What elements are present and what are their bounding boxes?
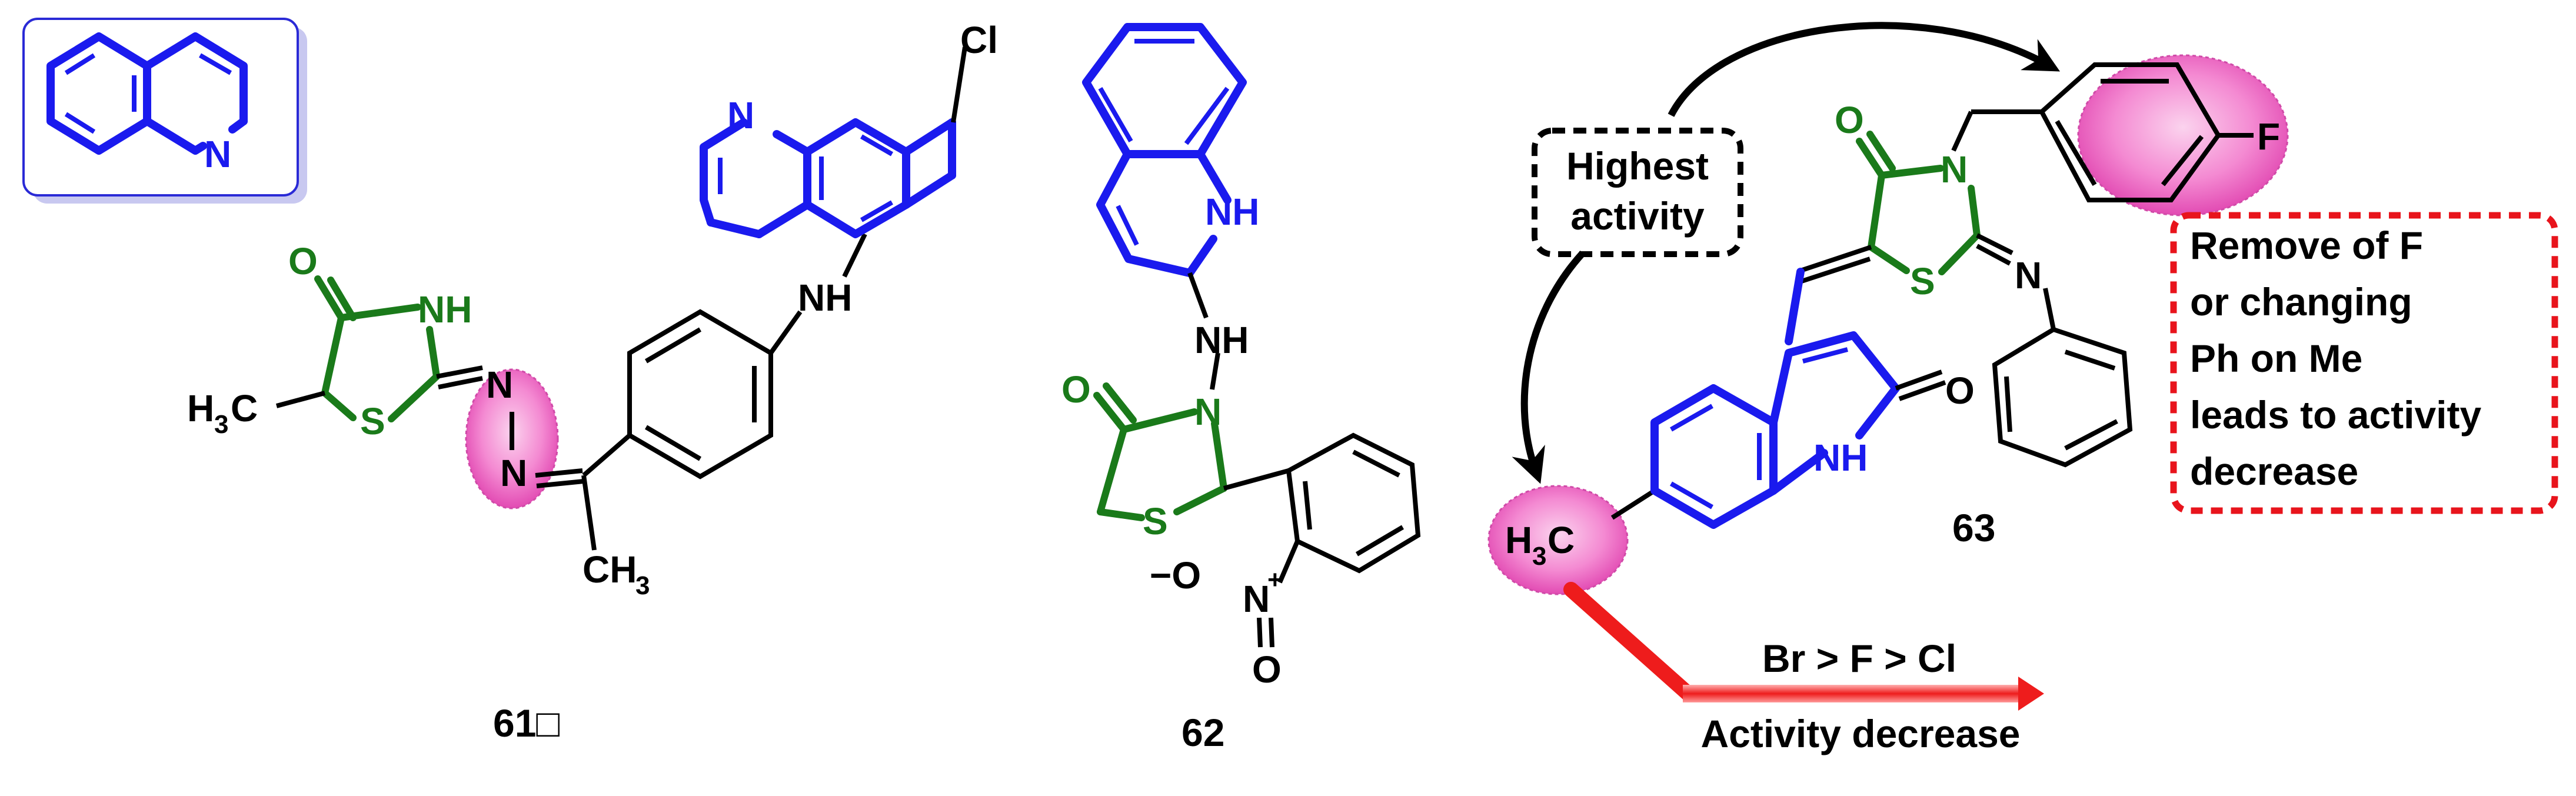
quinoline-inset: N	[22, 18, 307, 204]
remove-f-callout: Remove of F or changing Ph on Me leads t…	[2170, 212, 2558, 514]
c62-label: 62	[1182, 711, 1224, 754]
c63-NH: NH	[1813, 437, 1868, 479]
c63-black-bonds	[1610, 62, 2254, 520]
c61-NH-ring: NH	[418, 288, 472, 331]
c62-O: O	[1061, 368, 1091, 411]
c62-S: S	[1143, 500, 1168, 542]
quinoline-rings	[46, 32, 248, 155]
c61-N2: N	[500, 452, 527, 494]
c63-N-imine: N	[2015, 254, 2042, 297]
arrow-to-fluorophenyl	[1668, 22, 2061, 117]
remove-f-box	[2170, 212, 2558, 514]
remove-line-1: Remove of F	[2190, 224, 2423, 267]
c63-co-bond1	[1895, 369, 1943, 391]
arrow-to-methyl	[1512, 250, 1586, 484]
compound-63: O N S N F O NH H 3 C 63	[1487, 54, 2289, 595]
remove-line-2: or changing	[2190, 280, 2412, 324]
inset-N: N	[204, 133, 231, 175]
c63-O-top: O	[1835, 99, 1864, 141]
c63-S: S	[1910, 260, 1935, 302]
highest-line-1: Highest	[1566, 144, 1709, 188]
highest-activity-callout: Highest activity	[1512, 22, 2061, 484]
halogen-order: Br > F > Cl	[1762, 637, 1956, 680]
c61-black-bonds	[275, 233, 867, 551]
c62-O-minus: −O	[1150, 554, 1201, 597]
c62-NH-ring: NH	[1205, 191, 1259, 233]
c61-H3C-sub: 3	[214, 410, 228, 439]
c61-label: 61□	[493, 701, 560, 745]
c61-N-quinoline: N	[727, 94, 754, 136]
c63-H3C-H: H	[1505, 519, 1532, 561]
highest-activity-box	[1532, 128, 1743, 257]
c63-label: 63	[1952, 506, 1995, 549]
c63-F: F	[2257, 115, 2280, 158]
activity-decrease-text: Activity decrease	[1701, 712, 2021, 755]
c61-CH3: CH	[583, 548, 637, 591]
compound-61: O NH S N N H 3 C CH 3 NH N Cl 61□	[187, 19, 998, 745]
c63-quinolinone-inner	[1670, 347, 1849, 509]
red-arrowhead	[2018, 677, 2044, 711]
c62-O-nitro: O	[1252, 648, 1282, 691]
c62-NH-link: NH	[1194, 319, 1249, 361]
c61-thiazolidinone	[314, 275, 440, 422]
c61-S: S	[360, 400, 385, 442]
red-diagonal-bar	[1563, 582, 1696, 702]
methyl-highlight	[1487, 485, 1629, 595]
c62-quinoline	[1082, 23, 1247, 277]
c61-Cl: Cl	[960, 19, 998, 61]
c61-quinoline	[700, 118, 956, 238]
c61-H3C-H: H	[187, 387, 214, 429]
activity-decrease-arrow: Br > F > Cl Activity decrease	[1563, 582, 2044, 755]
c61-NH-link: NH	[798, 277, 852, 319]
c63-co-bond2	[1898, 380, 1946, 401]
c62-plus-sign: +	[1267, 565, 1283, 594]
c62-nh-bond1	[1187, 272, 1209, 319]
compound-62: NH NH O N S −O N + O 62	[1061, 23, 1421, 754]
c62-N: N	[1194, 391, 1222, 433]
c61-H3C-C: C	[231, 387, 258, 429]
quinoline-inner-bonds	[64, 53, 232, 134]
c63-O-lactam: O	[1945, 369, 1975, 412]
red-horizontal-bar	[1683, 685, 2018, 702]
remove-line-5: decrease	[2190, 449, 2358, 493]
c63-N-ring: N	[1941, 148, 1968, 191]
c62-phenyl	[1223, 432, 1421, 648]
c62-quinoline-inner	[1098, 39, 1230, 246]
c63-quinolinone	[1650, 268, 1900, 529]
c61-CH3-sub: 3	[635, 571, 650, 600]
c61-cl-bond	[951, 46, 967, 123]
c61-quinoline-inner	[718, 134, 893, 222]
c62-nh-bond2	[1210, 352, 1220, 390]
c63-thiazolidinone	[1856, 131, 1981, 275]
c63-H3C-C: C	[1547, 519, 1575, 561]
c61-N1: N	[486, 364, 513, 406]
remove-line-4: leads to activity	[2190, 393, 2481, 437]
c62-thiazolidinone	[1093, 382, 1227, 521]
c61-O: O	[288, 240, 318, 282]
highest-line-2: activity	[1570, 194, 1705, 238]
inset-box	[22, 18, 299, 196]
remove-line-3: Ph on Me	[2190, 337, 2362, 380]
c63-H3C-sub: 3	[1532, 542, 1546, 571]
c62-N-plus: N	[1243, 578, 1270, 620]
